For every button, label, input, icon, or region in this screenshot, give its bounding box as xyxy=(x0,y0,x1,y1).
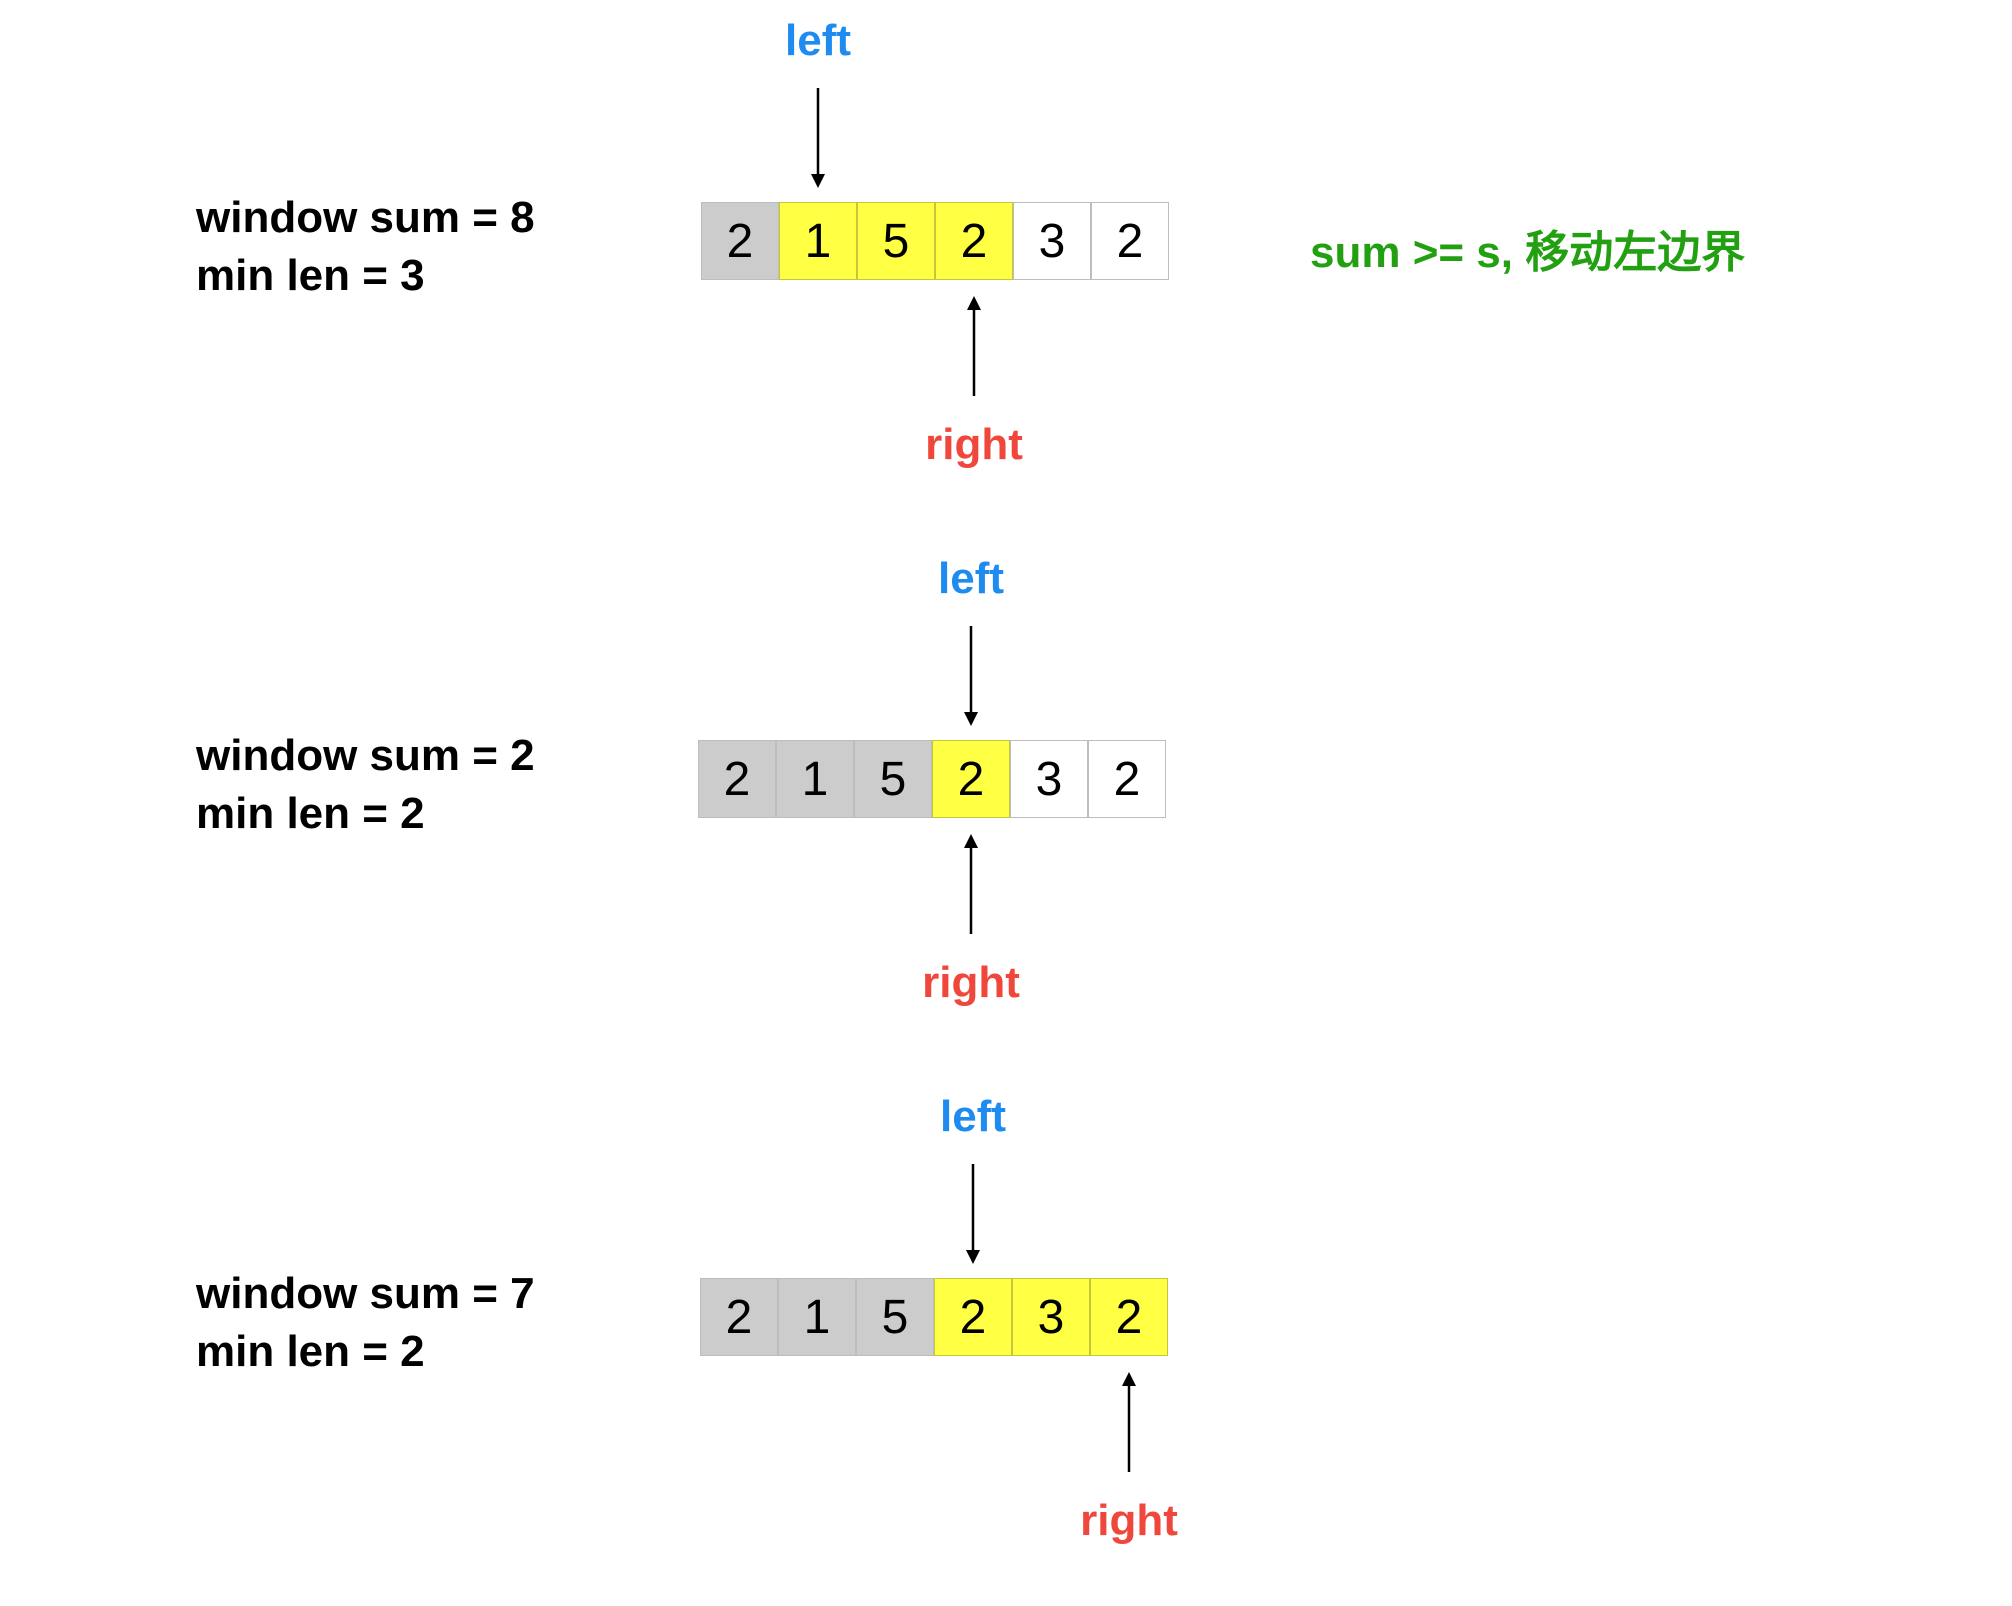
array-cell-window: 5 xyxy=(857,202,935,280)
array-cell-outside: 2 xyxy=(701,202,779,280)
array-cell-outside: 1 xyxy=(778,1278,856,1356)
array-cell-pending: 2 xyxy=(1088,740,1166,818)
window-sum-label: window sum = 7 xyxy=(196,1269,535,1318)
array-cell-pending: 2 xyxy=(1091,202,1169,280)
right-pointer-arrow xyxy=(964,296,984,396)
window-stats: window sum = 2 min len = 2 xyxy=(196,727,535,843)
array-cell-outside: 1 xyxy=(776,740,854,818)
left-pointer-arrow xyxy=(963,1164,983,1264)
right-pointer-label: right xyxy=(922,958,1020,1007)
window-sum-label: window sum = 8 xyxy=(196,193,535,242)
min-len-label: min len = 2 xyxy=(196,789,425,838)
array-cell-window: 2 xyxy=(935,202,1013,280)
array-cell-outside: 2 xyxy=(698,740,776,818)
array-cell-outside: 5 xyxy=(854,740,932,818)
right-pointer-label: right xyxy=(1080,1496,1178,1545)
array-cell-outside: 5 xyxy=(856,1278,934,1356)
left-pointer-label: left xyxy=(785,16,851,65)
window-stats: window sum = 7 min len = 2 xyxy=(196,1265,535,1381)
array-cell-window: 1 xyxy=(779,202,857,280)
left-pointer-arrow xyxy=(808,88,828,188)
right-pointer-label: right xyxy=(925,420,1023,469)
window-sum-label: window sum = 2 xyxy=(196,731,535,780)
array-cell-outside: 2 xyxy=(700,1278,778,1356)
left-pointer-label: left xyxy=(938,554,1004,603)
array-cell-window: 3 xyxy=(1012,1278,1090,1356)
left-pointer-arrow xyxy=(961,626,981,726)
step-note: sum >= s, 移动左边界 xyxy=(1310,228,1746,277)
array-cell-window: 2 xyxy=(1090,1278,1168,1356)
window-stats: window sum = 8 min len = 3 xyxy=(196,189,535,305)
right-pointer-arrow xyxy=(1119,1372,1139,1472)
array-cell-pending: 3 xyxy=(1013,202,1091,280)
left-pointer-label: left xyxy=(940,1092,1006,1141)
array-cell-pending: 3 xyxy=(1010,740,1088,818)
right-pointer-arrow xyxy=(961,834,981,934)
array-cell-window: 2 xyxy=(934,1278,1012,1356)
min-len-label: min len = 3 xyxy=(196,251,425,300)
array-cell-window: 2 xyxy=(932,740,1010,818)
min-len-label: min len = 2 xyxy=(196,1327,425,1376)
